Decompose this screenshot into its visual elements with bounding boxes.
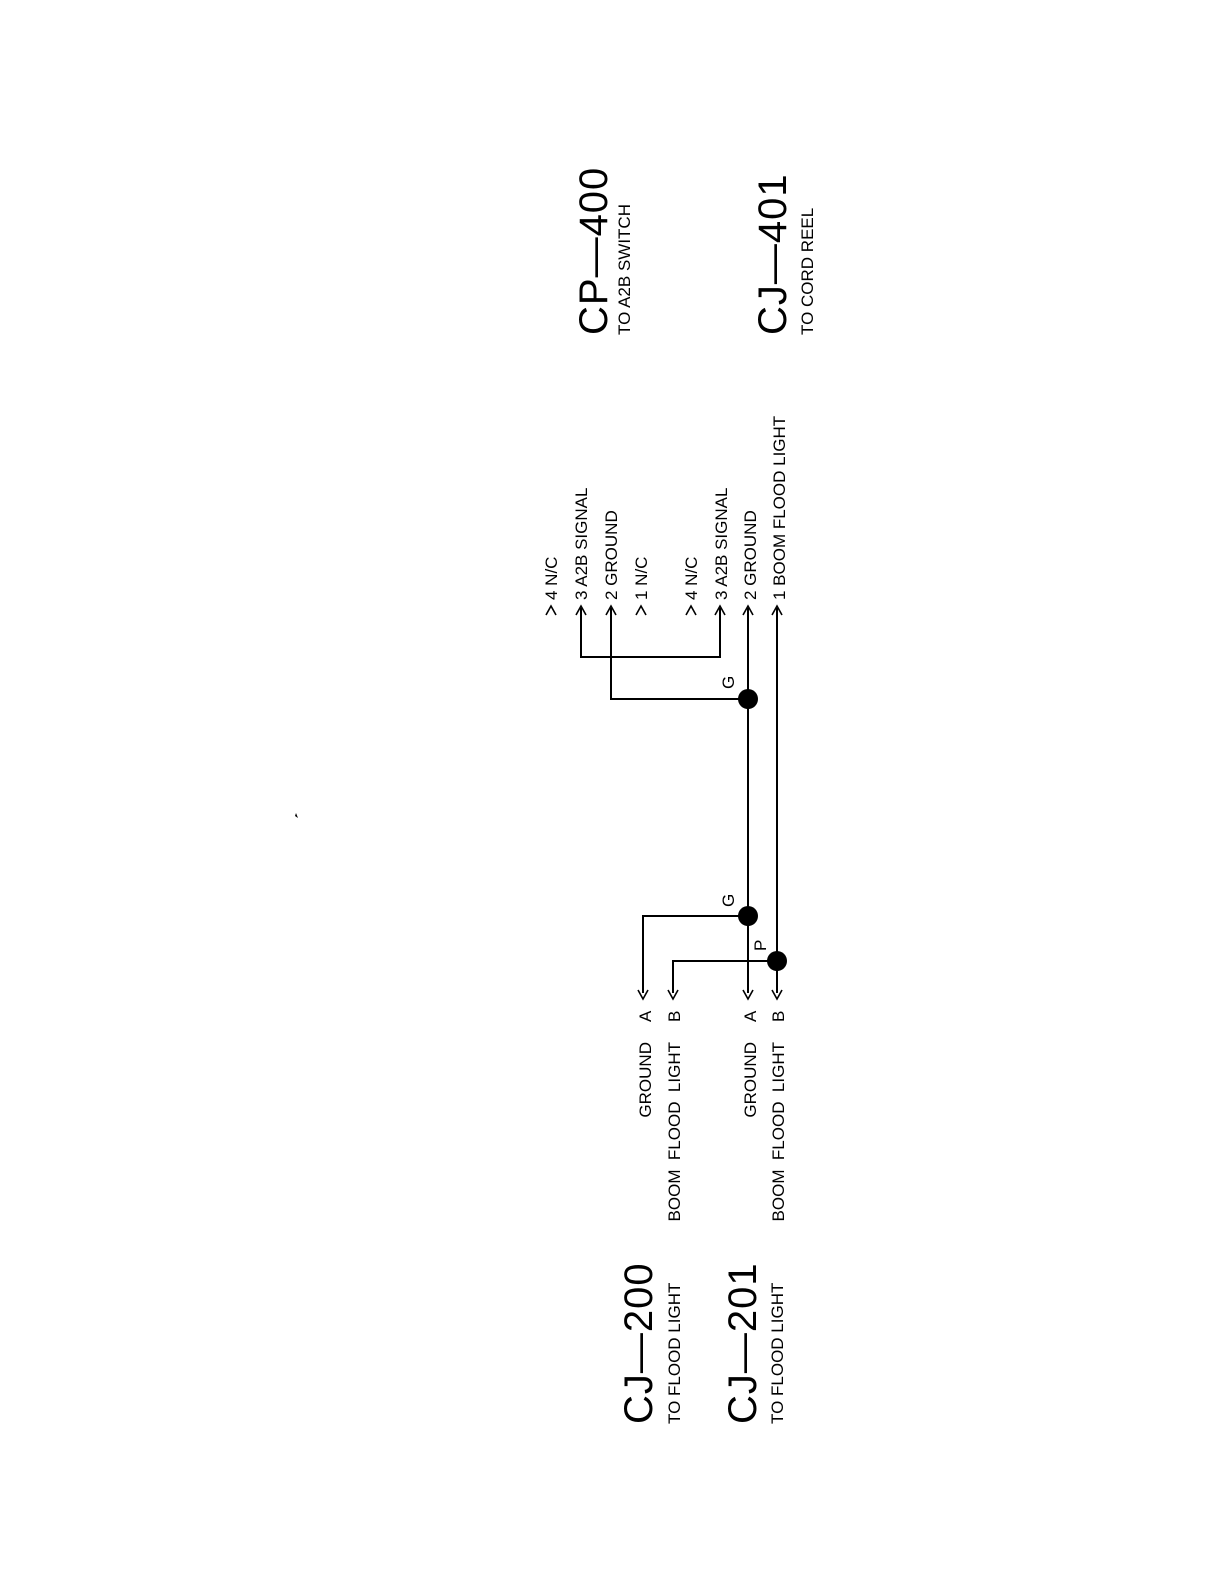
connector-id: CJ—201 xyxy=(721,1262,765,1424)
cp400-pin-2: 2 GROUND xyxy=(602,510,621,600)
wire-a2b-signal xyxy=(581,608,720,657)
connector-cj200-title: CJ—200 xyxy=(617,1262,661,1424)
arrowhead-icon xyxy=(636,606,646,615)
bottom-arrowheads xyxy=(638,990,782,999)
connector-description: TO FLOOD LIGHT xyxy=(768,1283,787,1424)
connector-cj201-title: CJ—201 xyxy=(721,1262,765,1424)
pin-label: 1 BOOM FLOOD LIGHT xyxy=(770,416,789,600)
connector-id: CP—400 xyxy=(572,167,616,335)
cj200-pin-b: B xyxy=(665,1011,684,1022)
connector-cj401-desc: TO CORD REEL xyxy=(798,208,817,335)
arrowhead-icon xyxy=(546,606,556,615)
connector-cj200-desc: TO FLOOD LIGHT xyxy=(665,1283,684,1424)
cj200-pin-a: A xyxy=(636,1010,655,1022)
connector-cp400-title: CP—400 xyxy=(572,167,616,335)
pin-label: 3 A2B SIGNAL xyxy=(712,488,731,600)
pin-label: 3 A2B SIGNAL xyxy=(572,488,591,600)
splice-label: G xyxy=(719,894,738,907)
pin-label: 4 N/C xyxy=(542,557,561,600)
pin-function: GROUND xyxy=(741,1042,760,1118)
cj201-pin-b: B xyxy=(769,1011,788,1022)
pin-function: BOOM FLOOD LIGHT xyxy=(665,1042,684,1221)
pin-letter: A xyxy=(741,1010,760,1022)
splice-label-g-bottom: G xyxy=(719,894,738,907)
pin-label: 2 GROUND xyxy=(741,510,760,600)
pin-letter: B xyxy=(769,1011,788,1022)
cj201-pin-b-name: BOOM FLOOD LIGHT xyxy=(769,1042,788,1221)
cj201-pin-a: A xyxy=(741,1010,760,1022)
connector-cj401-title: CJ—401 xyxy=(751,173,795,335)
cj201-pin-a-name: GROUND xyxy=(741,1042,760,1118)
splice-label-p: P xyxy=(751,940,770,951)
cp400-pin-1: 1 N/C xyxy=(632,557,651,600)
cj401-pin-1: 1 BOOM FLOOD LIGHT xyxy=(770,416,789,600)
cj401-pin-3: 3 A2B SIGNAL xyxy=(712,488,731,600)
splice-label: P xyxy=(751,940,770,951)
pin-label: 4 N/C xyxy=(682,557,701,600)
cj401-pin-4: 4 N/C xyxy=(682,557,701,600)
splice-ground-top xyxy=(738,689,758,709)
cj200-pin-a-name: GROUND xyxy=(636,1042,655,1118)
splice-ground-bottom xyxy=(738,906,758,926)
wire-cj200-ground xyxy=(643,916,748,993)
cj200-pin-b-name: BOOM FLOOD LIGHT xyxy=(665,1042,684,1221)
connector-id: CJ—401 xyxy=(751,173,795,335)
connector-description: TO FLOOD LIGHT xyxy=(665,1283,684,1424)
connector-description: TO A2B SWITCH xyxy=(615,204,634,335)
arrowhead-icon xyxy=(686,606,696,615)
pin-label: 1 N/C xyxy=(632,557,651,600)
cp400-pin-4: 4 N/C xyxy=(542,557,561,600)
pin-label: 2 GROUND xyxy=(602,510,621,600)
cj401-pin-2: 2 GROUND xyxy=(741,510,760,600)
wires xyxy=(581,608,777,993)
connector-cj201-desc: TO FLOOD LIGHT xyxy=(768,1283,787,1424)
splice-power xyxy=(767,951,787,971)
pin-function: GROUND xyxy=(636,1042,655,1118)
pin-letter: B xyxy=(665,1011,684,1022)
pin-function: BOOM FLOOD LIGHT xyxy=(769,1042,788,1221)
splice-label-g-top: G xyxy=(719,676,738,689)
wire-cj200-power xyxy=(673,961,777,993)
pin-letter: A xyxy=(636,1010,655,1022)
connector-cp400-desc: TO A2B SWITCH xyxy=(615,204,634,335)
splice-label: G xyxy=(719,676,738,689)
cp400-pin-3: 3 A2B SIGNAL xyxy=(572,488,591,600)
connector-description: TO CORD REEL xyxy=(798,208,817,335)
connector-id: CJ—200 xyxy=(617,1262,661,1424)
stray-mark xyxy=(295,813,298,818)
